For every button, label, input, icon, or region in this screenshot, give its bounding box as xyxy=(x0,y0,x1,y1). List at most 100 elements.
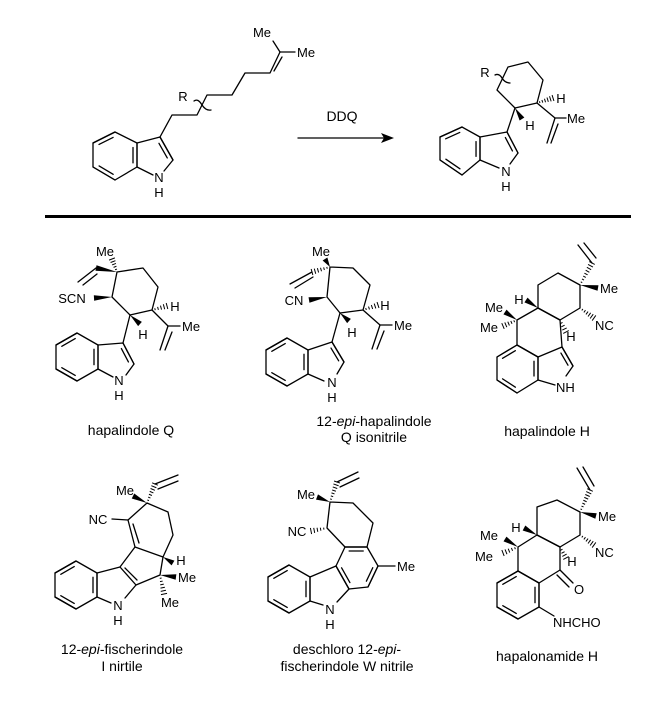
double-bond-line xyxy=(98,165,114,175)
atom-label: Me xyxy=(480,320,498,335)
atom-label: R xyxy=(178,89,187,104)
atom-label: N xyxy=(114,373,123,388)
double-bond-line xyxy=(60,565,75,575)
double-bond-line xyxy=(445,158,461,170)
atom-label: NC xyxy=(288,524,307,539)
atom-label: SCN xyxy=(58,291,85,306)
atom-label: H xyxy=(525,118,534,133)
atom-label: N xyxy=(113,598,122,613)
hashed-bond xyxy=(538,94,555,104)
compound-name: hapalonamide H xyxy=(496,648,598,664)
double-bond-line xyxy=(502,575,517,585)
hashed-bond xyxy=(501,547,516,557)
wedge-bond xyxy=(160,574,177,580)
wedge-bond xyxy=(93,295,112,301)
atom-label: Me xyxy=(297,487,315,502)
double-bond-line xyxy=(501,378,517,388)
wedge-bond xyxy=(95,265,117,272)
double-bond-line xyxy=(60,595,75,605)
atom-label: Me xyxy=(178,570,196,585)
double-bond-line xyxy=(273,569,288,579)
atom-label: CN xyxy=(285,293,304,308)
hashed-bond xyxy=(309,527,325,535)
double-bond-line xyxy=(501,350,516,359)
atom-label: Me xyxy=(161,595,179,610)
double-bond-line xyxy=(560,352,569,366)
compound-12-epi-hapalindole-q-isonitrile: Me CN H H Me N H 12-epi-hapalindole Q is… xyxy=(265,244,432,445)
atom-label: H xyxy=(176,553,185,568)
wedge-bond xyxy=(163,557,175,566)
atom-label: H xyxy=(325,617,334,632)
wedge-bond xyxy=(522,525,537,535)
double-bond-line xyxy=(445,131,461,140)
double-bond-line xyxy=(273,599,288,609)
wedge-bond xyxy=(580,285,599,291)
hashed-bond xyxy=(560,548,569,560)
atom-label: H xyxy=(347,325,356,340)
hashed-bond xyxy=(501,320,516,330)
atom-label: N xyxy=(327,375,336,390)
atom-label: Me xyxy=(96,244,114,259)
atom-label: NC xyxy=(595,545,614,560)
double-bond-line xyxy=(502,605,517,615)
wedge-bond xyxy=(524,297,538,308)
hashed-bond xyxy=(580,488,594,511)
atom-label: H xyxy=(170,299,179,314)
atom-label: Me xyxy=(182,319,200,334)
compound-name-line1: deschloro 12-epi- xyxy=(293,641,402,657)
wedge-bond xyxy=(308,297,327,303)
wedge-bond xyxy=(340,313,351,324)
compound-name: hapalindole H xyxy=(504,423,590,439)
atom-label: H xyxy=(511,520,520,535)
wedge-bond xyxy=(131,493,147,503)
wedge-bond xyxy=(322,257,330,267)
double-bond-line xyxy=(340,567,351,584)
double-bond-line xyxy=(120,347,130,363)
atom-label: Me xyxy=(567,111,585,126)
reactant-structure: Me Me R N H xyxy=(92,25,315,200)
atom-label: H xyxy=(113,613,122,628)
hashed-bond xyxy=(154,302,169,311)
atom-label: R xyxy=(480,65,489,80)
atom-label: H xyxy=(566,329,575,344)
double-bond-line xyxy=(271,342,286,352)
compound-name-line1: 12-epi-hapalindole xyxy=(316,413,431,429)
double-bond-line xyxy=(365,567,374,582)
hashed-bond xyxy=(560,322,569,334)
reaction-arrow: DDQ xyxy=(297,108,394,143)
wedge-bond xyxy=(315,494,330,502)
hashed-bond xyxy=(147,482,159,502)
wedge-bond xyxy=(580,512,597,519)
atom-label: NC xyxy=(89,512,108,527)
double-bond-line xyxy=(504,136,514,152)
atom-label: Me xyxy=(297,45,315,60)
compound-hapalindole-q: Me SCN H H Me N H hapalindole Q xyxy=(55,244,200,438)
hashed-bond xyxy=(365,301,380,311)
atom-label: H xyxy=(556,91,565,106)
atom-label: H xyxy=(514,292,523,307)
atom-label: Me xyxy=(485,300,503,315)
hashed-bond xyxy=(581,535,597,548)
reagent-label: DDQ xyxy=(326,108,357,124)
atom-label: H xyxy=(380,298,389,313)
double-bond-line xyxy=(271,372,286,382)
atom-label: NHCHO xyxy=(553,615,601,630)
atom-label: NH xyxy=(556,380,575,395)
atom-label: O xyxy=(574,582,584,597)
hashed-bond xyxy=(310,266,328,276)
atom-label: Me xyxy=(480,528,498,543)
atom-label: H xyxy=(567,554,576,569)
atom-label: Me xyxy=(600,281,618,296)
atom-label: Me xyxy=(253,25,271,40)
atom-label: H xyxy=(327,390,336,405)
wedge-bond xyxy=(503,536,518,547)
atom-label: Me xyxy=(312,244,330,259)
product-structure: R H H Me N H xyxy=(439,61,585,194)
wedge-bond xyxy=(515,108,525,121)
atom-label: Me xyxy=(475,549,493,564)
compound-hapalindole-h: H Me Me Me NC H NH hapalindole H xyxy=(480,242,618,439)
double-bond-line xyxy=(61,337,76,347)
atom-label: Me xyxy=(394,318,412,333)
wedge-bond xyxy=(503,309,517,320)
compound-name-line2: I nirtile xyxy=(101,658,142,674)
